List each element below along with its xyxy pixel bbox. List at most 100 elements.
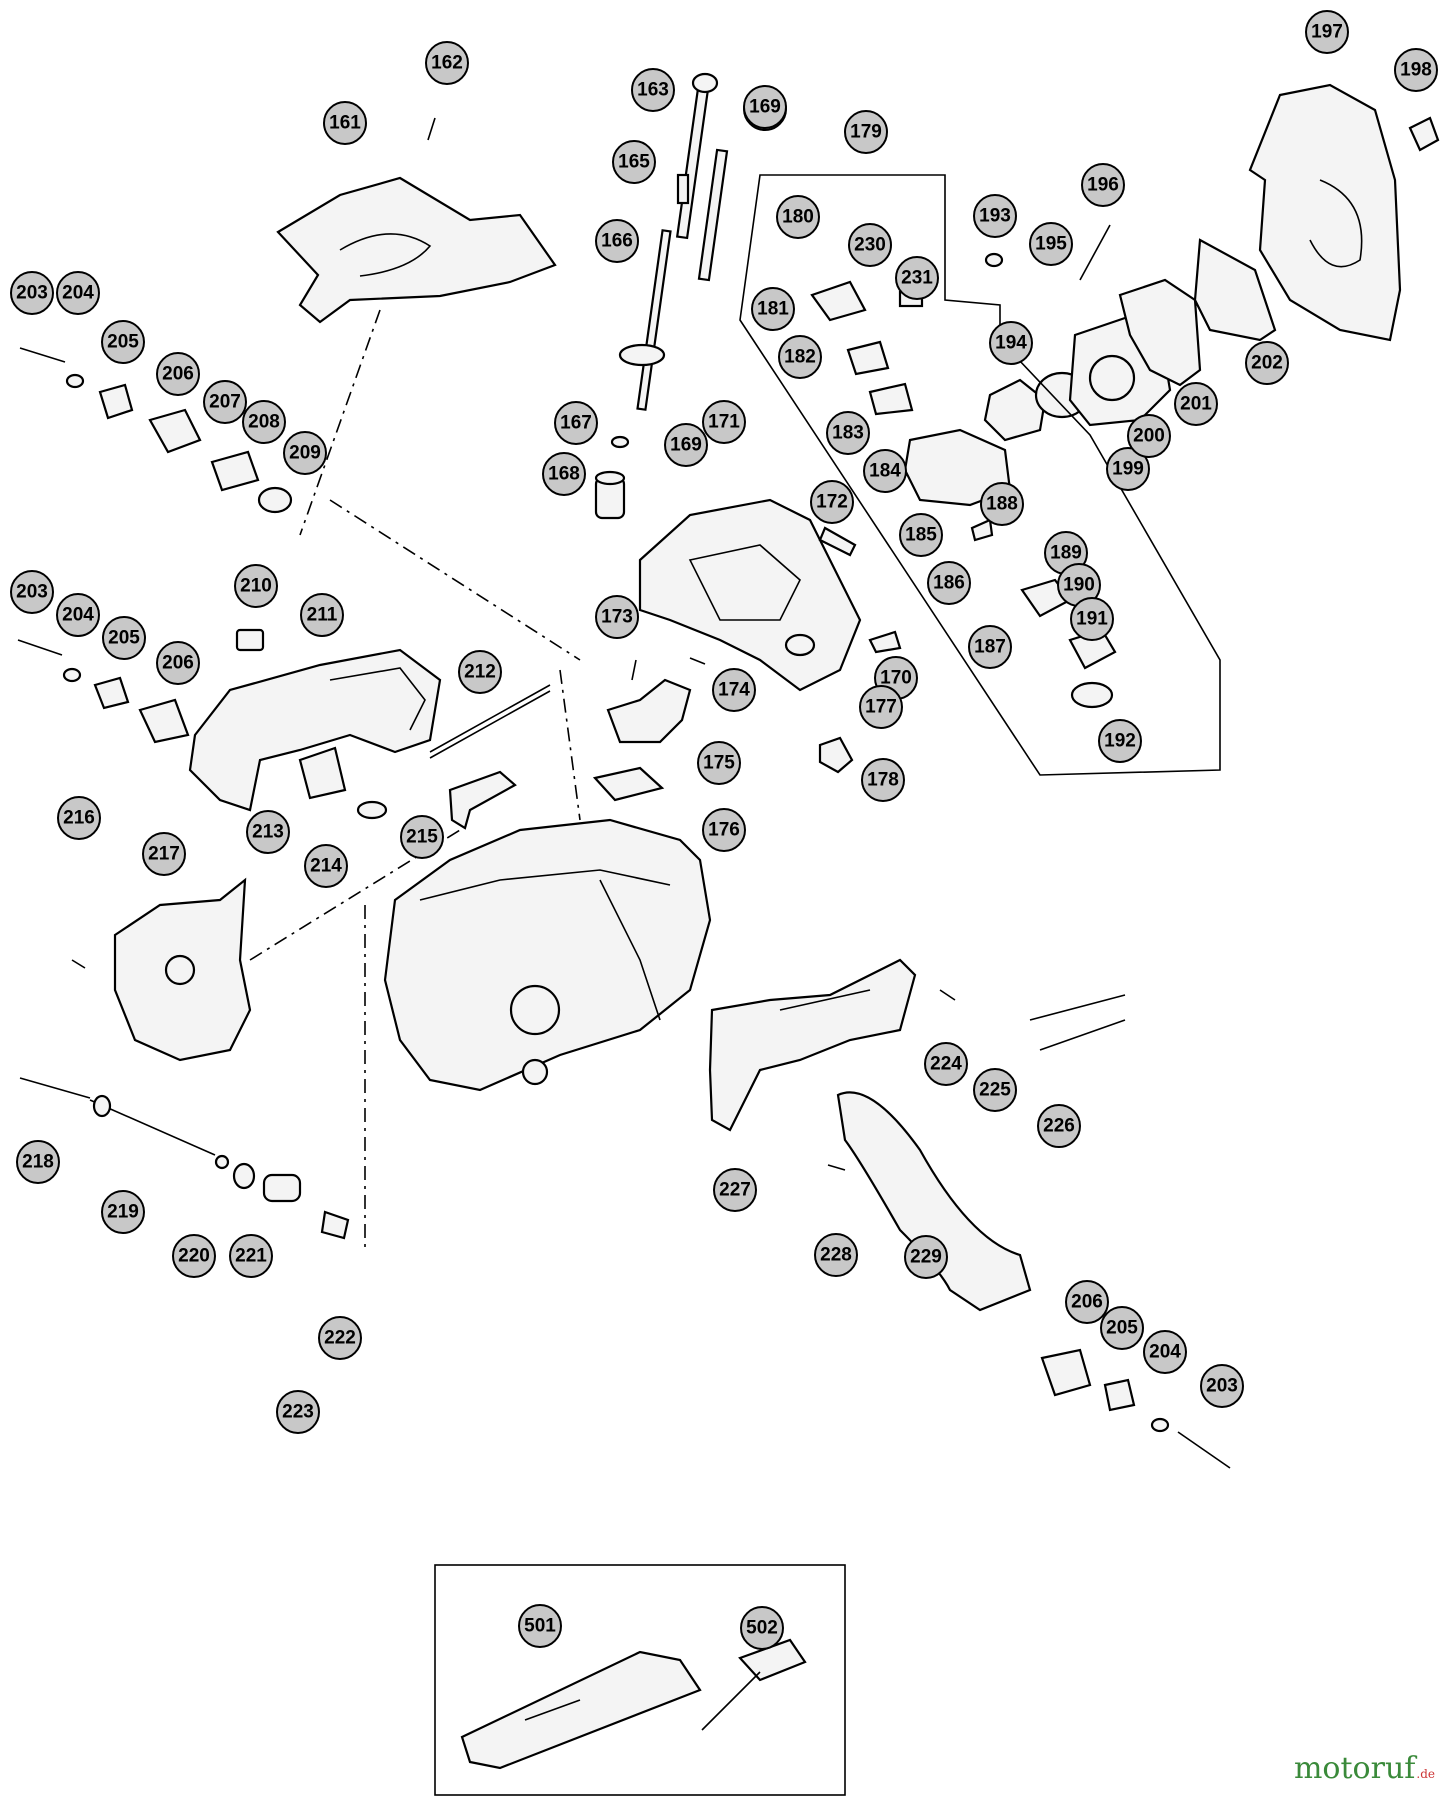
callout-circle xyxy=(156,641,200,685)
callout-label: 205 xyxy=(107,332,139,353)
callout-label: 190 xyxy=(1063,575,1095,596)
callout-label: 182 xyxy=(784,347,816,368)
mesh-202 xyxy=(1193,238,1277,342)
callout-215: 215 xyxy=(400,815,444,859)
callout-circle xyxy=(904,1235,948,1279)
callout-label: 179 xyxy=(850,122,882,143)
callout-label: 176 xyxy=(708,820,740,841)
callout-label: 181 xyxy=(757,299,789,320)
callout-label: 161 xyxy=(329,113,361,134)
carb-block-180 xyxy=(810,280,867,322)
callout-label: 169 xyxy=(670,435,702,456)
rear-cover-197 xyxy=(1248,83,1402,342)
callout-label: 201 xyxy=(1180,394,1212,415)
callout-label: 205 xyxy=(1106,1318,1138,1339)
callout-label: 214 xyxy=(310,856,342,877)
callout-circle xyxy=(56,593,100,637)
rear-handle-227 xyxy=(708,958,917,1132)
callout-label: 204 xyxy=(1149,1342,1181,1363)
callout-circle xyxy=(242,400,286,444)
callout-label: 173 xyxy=(601,607,633,628)
callout-label: 199 xyxy=(1112,459,1144,480)
callout-circle xyxy=(1245,341,1289,385)
intake-174 xyxy=(606,678,692,744)
callout-label: 168 xyxy=(548,464,580,485)
callout-circle xyxy=(229,1234,273,1278)
callout-circle xyxy=(542,452,586,496)
callout-178: 178 xyxy=(861,758,905,802)
callout-label: 203 xyxy=(16,283,48,304)
callout-circle xyxy=(283,431,327,475)
callout-label: 203 xyxy=(16,582,48,603)
callout-201: 201 xyxy=(1174,382,1218,426)
callout-label: 206 xyxy=(162,364,194,385)
callout-label: 215 xyxy=(406,827,438,848)
throttle-213 xyxy=(298,746,347,800)
callout-label: 206 xyxy=(162,653,194,674)
callout-circle xyxy=(776,195,820,239)
watermark-brand: motoruf xyxy=(1293,1751,1416,1786)
part-illustrations xyxy=(17,72,1440,1796)
callout-label: 230 xyxy=(854,235,886,256)
callout-197: 197 xyxy=(1305,10,1349,54)
callout-circle xyxy=(814,1233,858,1277)
callout-circle xyxy=(156,352,200,396)
callout-182: 182 xyxy=(778,335,822,379)
callout-circle xyxy=(631,68,675,112)
callout-circle xyxy=(712,668,756,712)
callout-192: 192 xyxy=(1098,719,1142,763)
callout-circle xyxy=(863,449,907,493)
callout-circle xyxy=(1037,1104,1081,1148)
callout-label: 177 xyxy=(865,697,897,718)
callout-circle xyxy=(895,256,939,300)
callout-label: 222 xyxy=(324,1328,356,1349)
callout-label: 216 xyxy=(63,808,95,829)
callout-label: 208 xyxy=(248,412,280,433)
callout-circle xyxy=(973,1068,1017,1112)
callout-label: 165 xyxy=(618,152,650,173)
callout-label: 200 xyxy=(1133,426,1165,447)
callout-label: 226 xyxy=(1043,1116,1075,1137)
callout-circle xyxy=(702,808,746,852)
callout-221: 221 xyxy=(229,1234,273,1278)
callout-circle xyxy=(968,625,1012,669)
callout-label: 212 xyxy=(464,662,496,683)
callout-206: 206 xyxy=(1065,1280,1109,1324)
callout-circle xyxy=(1174,382,1218,426)
callout-172: 172 xyxy=(810,480,854,524)
callout-177: 177 xyxy=(859,685,903,729)
callout-162: 162 xyxy=(425,41,469,85)
callout-204: 204 xyxy=(56,593,100,637)
callout-label: 223 xyxy=(282,1402,314,1423)
callout-205: 205 xyxy=(101,320,145,364)
callout-213: 213 xyxy=(246,810,290,854)
callout-circle xyxy=(172,1234,216,1278)
callout-label: 180 xyxy=(782,207,814,228)
callout-circle xyxy=(861,758,905,802)
callout-169: 169 xyxy=(743,85,787,129)
callout-label: 197 xyxy=(1311,22,1343,43)
callout-circle xyxy=(1394,48,1438,92)
callout-166: 166 xyxy=(595,219,639,263)
callout-label: 501 xyxy=(524,1616,556,1637)
rod-165 xyxy=(636,229,672,411)
callout-174: 174 xyxy=(712,668,756,712)
callout-circle xyxy=(458,650,502,694)
callout-206: 206 xyxy=(156,641,200,685)
callout-label: 169 xyxy=(749,97,781,118)
filter-cover-201 xyxy=(1118,278,1202,387)
callout-circle xyxy=(10,271,54,315)
callout-184: 184 xyxy=(863,449,907,493)
callout-185: 185 xyxy=(899,513,943,557)
callout-161: 161 xyxy=(323,101,367,145)
callout-circle xyxy=(10,570,54,614)
callout-circle xyxy=(425,41,469,85)
callout-176: 176 xyxy=(702,808,746,852)
callout-220: 220 xyxy=(172,1234,216,1278)
callout-169: 169 xyxy=(664,423,708,467)
callout-168: 168 xyxy=(542,452,586,496)
callout-circle xyxy=(1200,1364,1244,1408)
callout-label: 204 xyxy=(62,283,94,304)
callout-223: 223 xyxy=(276,1390,320,1434)
